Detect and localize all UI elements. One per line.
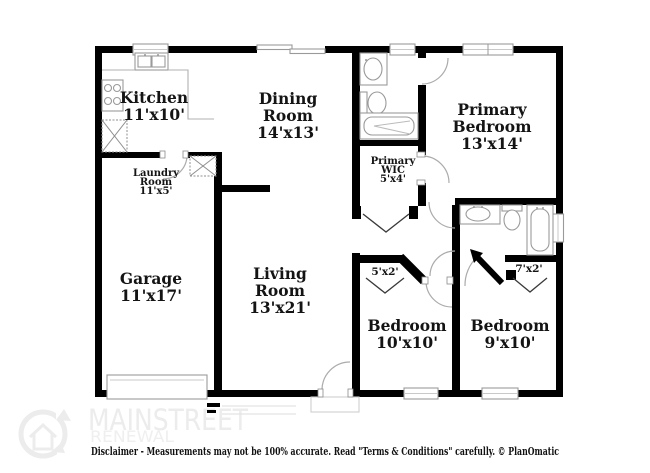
doors — [159, 57, 505, 398]
laundry-label-2: Room — [140, 177, 173, 188]
closet-7x2-label: 7'x2' — [515, 263, 542, 275]
wall-wic-right-b — [418, 85, 426, 155]
wall-bed10-top — [352, 255, 403, 263]
watermark-line2: RENEWAL — [90, 427, 174, 446]
garage-dims: 11'x17' — [120, 286, 182, 305]
dining-label-1: Dining — [259, 89, 318, 108]
laundry-dims: 11'x5' — [140, 186, 173, 197]
hall-bath-vanity — [459, 204, 501, 225]
primary-bedroom-label-2: Bedroom — [452, 117, 532, 136]
living-label-1: Living — [253, 264, 307, 283]
room-labels: Kitchen 11'x10' Dining Room 14'x13' Laun… — [120, 88, 550, 352]
fixtures — [101, 52, 554, 256]
sliding-door — [256, 44, 326, 55]
front-door-arc — [321, 361, 351, 391]
kitchen-stove — [101, 79, 124, 112]
kitchen-label: Kitchen — [120, 88, 188, 107]
wall-top-left — [95, 46, 257, 53]
primary-bath-tub — [359, 112, 419, 140]
garage-door — [106, 374, 208, 400]
wall-bed9-corner — [452, 255, 460, 278]
wall-closet7-stub — [506, 270, 516, 280]
wall-wic-right-a — [418, 46, 426, 58]
disclaimer-text: Disclaimer - Measurements may not be 100… — [91, 444, 559, 458]
watermark-line1: MAINSTREET — [88, 403, 248, 437]
house-circle-arrow-icon — [18, 409, 71, 459]
bedroom10-door-arc — [425, 280, 453, 308]
bedroom9-label: Bedroom — [470, 316, 550, 335]
entry-step-b — [207, 410, 216, 413]
wic-door-arc — [421, 155, 450, 184]
closet5x2-bifold — [365, 277, 405, 294]
linen-closet-bifold — [362, 213, 410, 233]
wall-linen-stub-right — [409, 206, 418, 219]
wic-label-2: WIC — [380, 165, 405, 176]
kitchen-sink — [134, 52, 169, 71]
wall-hallbath-left — [452, 205, 460, 255]
wall-bottom-left — [95, 390, 322, 397]
primary-bath-toilet — [359, 91, 387, 115]
walls — [95, 46, 563, 413]
wall-garage-right — [214, 152, 222, 397]
kitchen-counter — [102, 69, 214, 120]
wall-living-stub — [214, 185, 270, 192]
wall-living-bed10 — [352, 253, 360, 397]
garage-label: Garage — [120, 269, 182, 288]
mainstreet-renewal-logo: MAINSTREET RENEWAL — [18, 403, 296, 459]
closet-bifolds — [362, 213, 548, 294]
laundry-label-1: Laundry — [133, 168, 180, 179]
kitchen-utility-box — [101, 119, 128, 153]
primary-entry-door-arc — [428, 201, 456, 229]
bedroom9-dims: 9'x10' — [484, 333, 535, 352]
primary-bedroom-dims: 13'x14' — [461, 134, 523, 153]
dining-label-2: Room — [263, 106, 314, 125]
primary-bath-vanity — [359, 52, 388, 86]
laundry-door-arc — [162, 154, 188, 180]
closet-5x2-label: 5'x2' — [371, 266, 398, 278]
bedroom9-door-leaf — [470, 249, 505, 286]
laundry-utility-box — [189, 155, 217, 177]
windows — [106, 43, 565, 413]
wall-dining-bath — [352, 46, 360, 206]
wall-hallbath-bottom — [505, 255, 563, 262]
primary-bath-door-arc — [421, 57, 449, 85]
kitchen-dims: 11'x10' — [123, 105, 185, 124]
bedroom10-label: Bedroom — [367, 316, 447, 335]
closet7x2-bifold — [512, 277, 548, 293]
entry-step-a — [207, 403, 220, 407]
bedroom10-dims: 10'x10' — [376, 333, 438, 352]
wall-bed10-angled — [396, 253, 428, 285]
wall-primary-bottom — [455, 198, 563, 205]
hall-bath-tub — [526, 204, 554, 256]
wic-dims: 5'x4' — [380, 174, 406, 185]
wall-linen-stub-left — [352, 206, 361, 219]
living-dims: 13'x21' — [249, 298, 311, 317]
wall-bath-wic-divider — [358, 140, 426, 146]
front-porch — [310, 396, 360, 413]
dining-dims: 14'x13' — [257, 123, 319, 142]
wic-label-1: Primary — [371, 156, 417, 167]
hall-bath-door-arc — [429, 250, 456, 277]
wall-left — [95, 46, 102, 397]
wall-laundry-top-a — [95, 152, 163, 158]
hall-bath-toilet — [501, 204, 523, 231]
wall-laundry-top-b — [187, 152, 220, 158]
wall-wic-right-c — [418, 183, 426, 206]
living-label-2: Room — [255, 281, 306, 300]
wall-top-right — [325, 46, 563, 53]
primary-bedroom-label-1: Primary — [457, 100, 527, 119]
wall-bed-divider — [452, 278, 460, 397]
